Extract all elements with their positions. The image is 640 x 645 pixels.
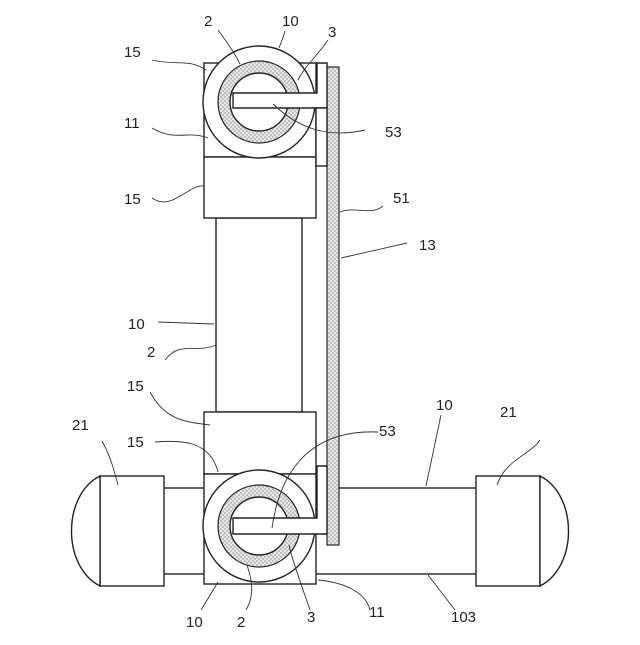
label-left-21: 21 [72,417,89,434]
label-bot-2: 2 [237,614,245,631]
label-bot-10: 10 [186,614,203,631]
label-mid-2: 2 [147,344,155,361]
label-low-10: 10 [436,397,453,414]
label-mid-51: 51 [393,190,410,207]
label-bot-103: 103 [451,609,476,626]
label-top-3: 3 [328,24,336,41]
label-bot-11: 11 [369,604,385,621]
right-end-cap [476,476,569,586]
label-top-53: 53 [385,124,402,141]
label-top-10: 10 [282,13,299,30]
label-bot-3: 3 [307,609,315,626]
side-plate [327,67,339,545]
label-mid-10: 10 [128,316,145,333]
label-mid-15: 15 [124,191,141,208]
label-top-11: 11 [124,115,140,132]
label-mid-13: 13 [419,237,436,254]
vertical-tube [216,218,302,412]
label-low-15b: 15 [127,434,144,451]
label-low-53: 53 [379,423,396,440]
label-low-15a: 15 [127,378,144,395]
lower-collar [204,412,316,474]
label-right-21: 21 [500,404,517,421]
left-end-cap [72,476,165,586]
upper-collar [204,157,316,218]
label-top-2: 2 [204,13,212,30]
label-top-15: 15 [124,44,141,61]
top-bracket-leg [316,108,327,166]
